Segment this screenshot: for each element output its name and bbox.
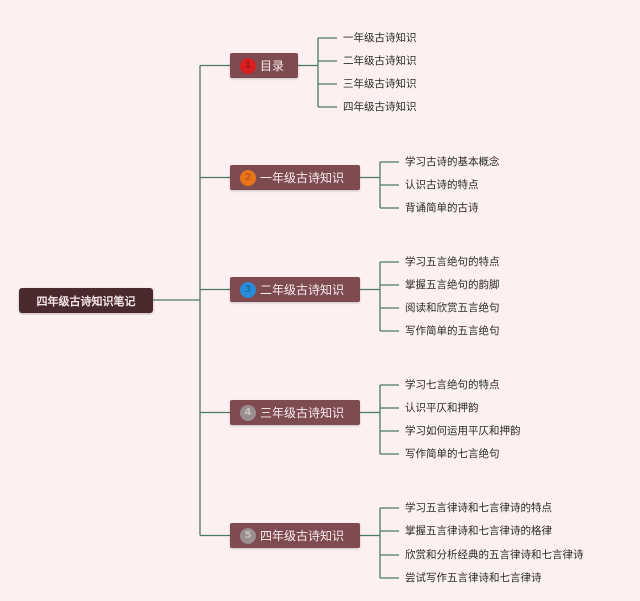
- leaf-item[interactable]: 掌握五言律诗和七言律诗的格律: [405, 525, 552, 537]
- leaf-item[interactable]: 背诵简单的古诗: [405, 202, 479, 214]
- leaf-item[interactable]: 学习古诗的基本概念: [405, 156, 500, 168]
- leaf-item[interactable]: 掌握五言绝句的韵脚: [405, 279, 500, 291]
- leaf-item[interactable]: 认识平仄和押韵: [405, 402, 479, 414]
- leaf-item[interactable]: 四年级古诗知识: [343, 101, 417, 113]
- branch-label: 目录: [260, 59, 285, 73]
- branch-node-5[interactable]: 5 四年级古诗知识: [230, 523, 360, 548]
- leaf-item[interactable]: 认识古诗的特点: [405, 179, 479, 191]
- leaf-item[interactable]: 欣赏和分析经典的五言律诗和七言律诗: [405, 549, 584, 561]
- leaf-item[interactable]: 学习五言绝句的特点: [405, 256, 500, 268]
- root-label: 四年级古诗知识笔记: [36, 294, 136, 308]
- leaf-item[interactable]: 学习七言绝句的特点: [405, 379, 500, 391]
- branch-node-4[interactable]: 4 三年级古诗知识: [230, 400, 360, 425]
- branch-node-1[interactable]: 1 目录: [230, 53, 298, 78]
- leaf-item[interactable]: 学习如何运用平仄和押韵: [405, 425, 521, 437]
- branch-label: 二年级古诗知识: [260, 283, 345, 297]
- leaf-item[interactable]: 阅读和欣赏五言绝句: [405, 302, 500, 314]
- leaf-item[interactable]: 一年级古诗知识: [343, 32, 417, 44]
- number-badge-icon: 5: [240, 527, 256, 544]
- branch-node-2[interactable]: 2 一年级古诗知识: [230, 165, 360, 190]
- leaf-item[interactable]: 写作简单的七言绝句: [405, 448, 500, 460]
- branch-label: 三年级古诗知识: [260, 406, 345, 420]
- leaf-item[interactable]: 三年级古诗知识: [343, 78, 417, 90]
- number-badge-icon: 4: [240, 404, 256, 421]
- number-badge-icon: 3: [240, 281, 256, 298]
- number-badge-icon: 2: [240, 169, 256, 186]
- leaf-item[interactable]: 尝试写作五言律诗和七言律诗: [405, 572, 542, 584]
- leaf-item[interactable]: 学习五言律诗和七言律诗的特点: [405, 502, 552, 514]
- branch-node-3[interactable]: 3 二年级古诗知识: [230, 277, 360, 302]
- leaf-item[interactable]: 写作简单的五言绝句: [405, 325, 500, 337]
- branch-label: 一年级古诗知识: [260, 171, 345, 185]
- leaf-item[interactable]: 二年级古诗知识: [343, 55, 417, 67]
- branch-label: 四年级古诗知识: [260, 529, 345, 543]
- number-badge-icon: 1: [240, 57, 256, 74]
- root-node[interactable]: 四年级古诗知识笔记: [19, 288, 153, 313]
